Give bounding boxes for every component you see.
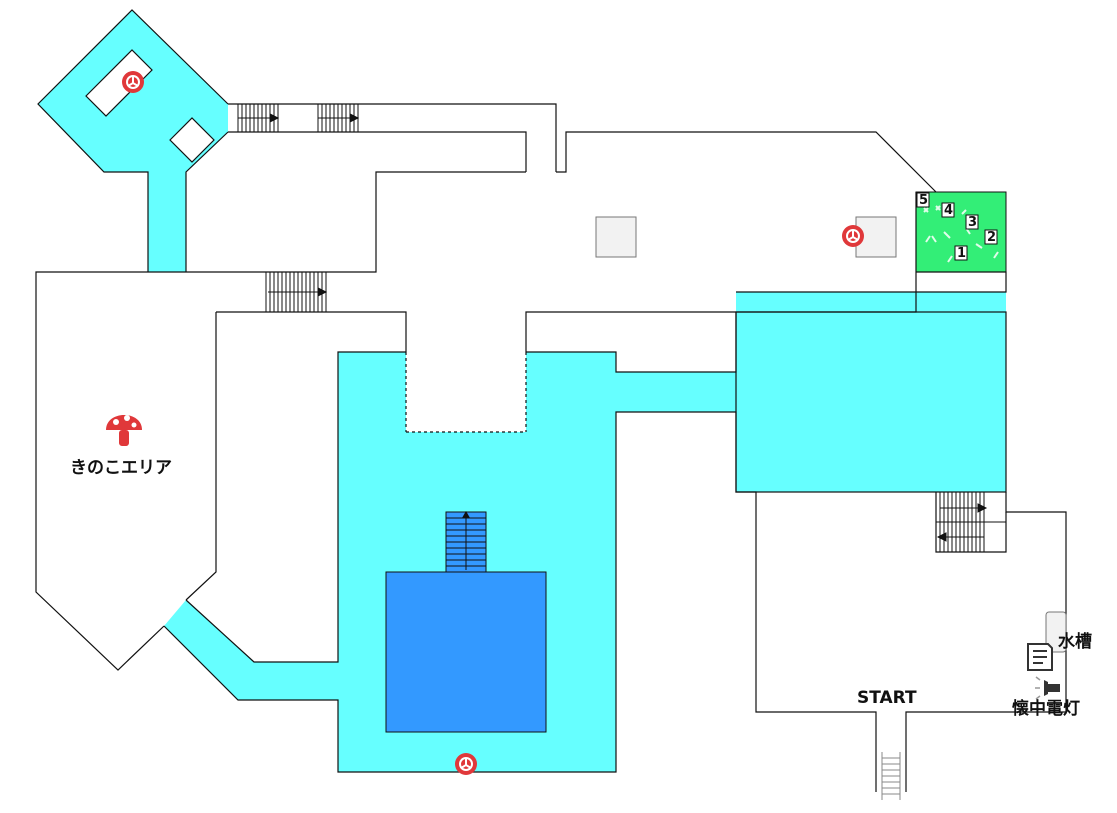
stairs-start	[881, 752, 901, 800]
start-label: START	[857, 688, 917, 708]
water-right-room	[736, 292, 1006, 492]
mushroom-area-label: きのこエリア	[70, 458, 172, 478]
plant-number-boxes	[916, 192, 998, 261]
water-bottom-left-corridor	[164, 600, 338, 700]
flashlight-icon[interactable]	[1035, 676, 1060, 700]
plant-number-2: 2	[987, 230, 997, 245]
stairs-right	[936, 492, 1006, 552]
water-connector	[616, 372, 738, 412]
valve-icon[interactable]	[842, 225, 864, 247]
stairs-mid-left	[265, 271, 328, 313]
flashlight-label: 懐中電灯	[1012, 699, 1080, 719]
water-diamond-room	[38, 10, 228, 272]
stairs-top-1	[237, 104, 280, 132]
stairs-top-2	[317, 104, 360, 132]
plant-number-1: 1	[957, 246, 967, 261]
mushroom-icon[interactable]	[106, 415, 142, 446]
plant-number-4: 4	[944, 203, 954, 218]
valve-icon[interactable]	[122, 71, 144, 93]
water-tank	[1045, 611, 1067, 653]
memo-icon[interactable]	[1027, 643, 1053, 671]
pool-stairs	[445, 511, 487, 573]
stairs	[237, 104, 1006, 800]
deep-pool	[385, 571, 547, 733]
water-tank-label: 水槽	[1058, 632, 1092, 652]
pillar-center	[595, 216, 637, 258]
walls	[35, 9, 1067, 792]
valve-icon[interactable]	[455, 753, 477, 775]
plant-number-3: 3	[968, 215, 978, 230]
plant-number-5: 5	[919, 193, 929, 208]
